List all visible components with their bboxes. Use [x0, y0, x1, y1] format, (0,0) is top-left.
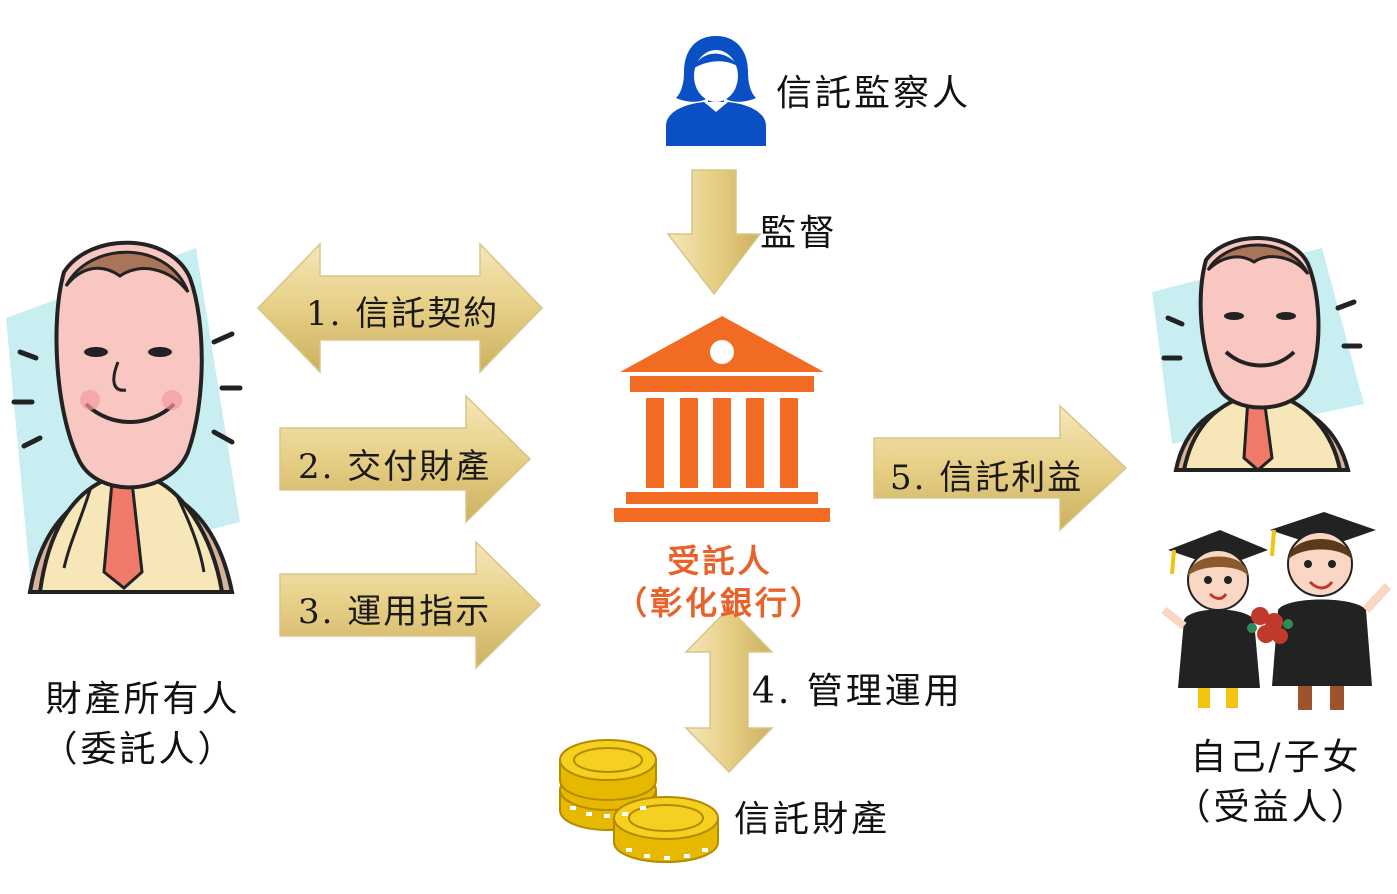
- manage-arrow: [684, 606, 774, 774]
- manage-label: 4. 管理運用: [752, 671, 963, 712]
- person-icon: [666, 36, 766, 146]
- supervise-arrow: [666, 169, 762, 296]
- settlor-label-2: （委託人）: [41, 729, 237, 770]
- contract-label: 1. 信託契約: [306, 294, 500, 334]
- trust-property-label: 信託財產: [734, 799, 891, 840]
- graduates-illustration: [1161, 512, 1392, 710]
- beneficiary-label-2: （受益人）: [1174, 787, 1370, 828]
- trustee-label-2: （彰化銀行）: [614, 584, 825, 622]
- supervise-label: 監督: [760, 213, 839, 254]
- settlor-label-1: 財產所有人: [45, 679, 241, 720]
- bank-icon: [614, 316, 830, 522]
- beneficiary-cartoon: [1152, 236, 1364, 472]
- deliver-arrow: [279, 394, 532, 524]
- settlor-cartoon: [6, 240, 243, 594]
- deliver-label: 2. 交付財產: [298, 447, 492, 487]
- contract-arrow: [256, 242, 544, 374]
- trustee-label-1: 受託人: [667, 542, 773, 580]
- benefit-label: 5. 信託利益: [890, 458, 1084, 498]
- instruct-arrow: [279, 540, 542, 670]
- beneficiary-label-1: 自己/子女: [1190, 737, 1362, 778]
- instruct-label: 3. 運用指示: [298, 592, 492, 632]
- coins-icon: [559, 739, 719, 864]
- benefit-arrow: [873, 404, 1128, 532]
- supervisor-label: 信託監察人: [776, 73, 972, 114]
